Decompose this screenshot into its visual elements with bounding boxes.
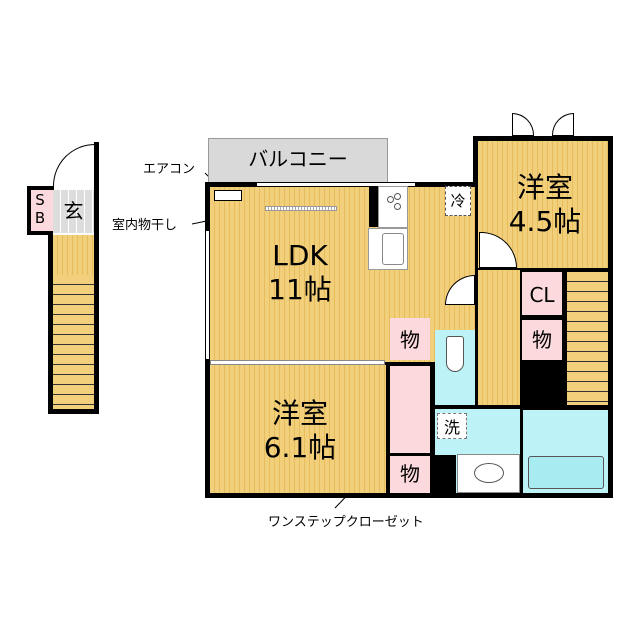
washroom-label: 洗 <box>437 413 467 439</box>
wall <box>369 187 378 227</box>
wall <box>48 232 53 414</box>
vanity <box>457 454 520 493</box>
window <box>256 182 416 187</box>
burner-icon <box>394 193 401 200</box>
window <box>205 230 210 360</box>
bathroom <box>523 410 608 493</box>
closet-label: CL <box>529 283 555 307</box>
air-conditioner <box>214 190 242 201</box>
wall <box>430 455 456 497</box>
western-room-4-5-size: 4.5帖 <box>508 205 582 238</box>
toilet <box>435 330 475 405</box>
shoe-box-label: SB <box>34 191 46 227</box>
western-room-6-1 <box>210 365 386 493</box>
indoor-drying-label: 室内物干し <box>112 218 178 233</box>
sliding-door[interactable] <box>210 360 385 365</box>
one-step-closet-label: ワンステップクローゼット <box>268 515 424 530</box>
western-room-4-5-label: 洋室 <box>516 171 573 204</box>
burner-icon <box>387 196 394 203</box>
balcony-label: バルコニー <box>248 147 348 171</box>
one-step-closet[interactable] <box>390 366 430 453</box>
storage-label: 物 <box>400 328 420 352</box>
ldk-size: 11帖 <box>268 273 332 306</box>
entrance-label: 玄 <box>63 199 84 223</box>
wall <box>94 142 99 414</box>
storage-hall[interactable] <box>522 320 562 360</box>
closet[interactable] <box>522 272 562 315</box>
indoor-drying-rail <box>265 206 337 211</box>
staircase[interactable] <box>567 272 608 405</box>
storage-room-6-1[interactable] <box>390 456 430 493</box>
sink-basin <box>382 233 404 265</box>
storage-label: 物 <box>532 328 552 352</box>
shoe-box <box>27 186 53 235</box>
storage-ldk[interactable] <box>390 318 430 360</box>
kitchen-sink <box>368 228 408 270</box>
hall-floor <box>53 235 94 275</box>
bathtub <box>528 456 604 489</box>
western-room-6-1-label: 洋室 <box>271 397 328 430</box>
hallway <box>478 270 520 405</box>
burner-icon <box>394 203 401 210</box>
ldk-label: LDK <box>272 239 328 272</box>
aircon-label: エアコン <box>143 162 196 177</box>
wall <box>48 409 99 414</box>
entrance <box>53 190 94 233</box>
toilet-icon <box>446 336 464 372</box>
ldk <box>210 187 475 362</box>
fridge-label: 冷 <box>450 192 466 210</box>
storage-label: 物 <box>400 462 420 486</box>
stove <box>378 186 408 228</box>
fridge-space <box>445 186 471 216</box>
basin-icon <box>474 463 504 483</box>
western-room-6-1-size: 6.1帖 <box>263 431 337 464</box>
balcony <box>208 138 388 185</box>
staircase[interactable] <box>53 275 94 409</box>
